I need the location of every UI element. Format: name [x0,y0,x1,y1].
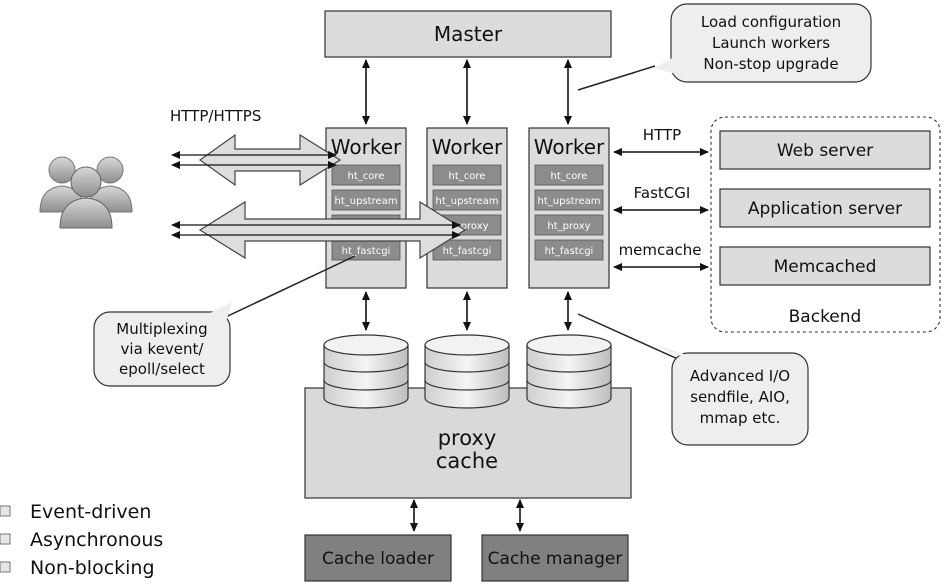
advanced-io-callout: Advanced I/O sendfile, AIO, mmap etc. [577,313,809,446]
proxy-cache-label-line-1: proxy [438,426,497,450]
multiplexing-callout-line-3: epoll/select [119,360,205,378]
worker-1-module-upstream-label: ht_upstream [335,196,398,207]
worker-3-module-upstream [534,189,604,211]
fastcgi-link-label: FastCGI [634,184,691,202]
worker-2-module-core-label: ht_core [449,171,486,182]
master-callout: Load configuration Launch workers Non-st… [577,3,872,91]
legend-item-3: Non-blocking [30,557,155,579]
legend-bullet-1 [0,505,11,517]
legend-item-1: Event-driven [30,501,151,523]
backend-label: Backend [789,307,862,327]
worker-3-module-core [534,164,604,186]
worker-3-module-core-label: ht_core [551,171,588,182]
legend-item-2: Asynchronous [30,529,163,551]
cache-drum-2 [424,334,510,409]
worker-3-label: Worker [534,135,605,159]
master-callout-line-1: Load configuration [701,13,841,31]
memcached-box [719,246,931,286]
cache-drum-1 [323,334,409,409]
worker-1: Worker ht_core ht_upstream ht_fastcgi [325,127,407,289]
advanced-io-callout-line-3: mmap etc. [700,409,781,427]
web-server-box [719,130,931,170]
legend-bullet-2 [0,533,11,545]
backend-group: Web server Application server Memcached … [710,116,941,333]
application-server-box [719,188,931,228]
worker-1-module-core-label: ht_core [348,171,385,182]
worker-2-module-core [432,164,502,186]
master-label: Master [434,22,503,46]
worker-1-module-core [331,164,401,186]
multiplexing-callout-line-1: Multiplexing [116,320,207,338]
worker-2-module-proxy-label: ht_proxy [445,221,488,232]
worker-1-label: Worker [331,135,402,159]
worker-2-module-upstream [432,189,502,211]
cache-manager-box: Cache manager [481,534,629,582]
worker-3-module-proxy-label: ht_proxy [547,221,590,232]
users-icon [39,156,133,229]
client-protocol-label: HTTP/HTTPS [170,107,261,125]
master-callout-line-3: Non-stop upgrade [703,55,838,73]
worker-2-module-upstream-label: ht_upstream [436,196,499,207]
worker-3-module-fastcgi [534,239,604,261]
application-server-label: Application server [748,199,902,219]
memcached-label: Memcached [774,257,877,277]
master-callout-line-2: Launch workers [712,34,830,52]
worker-3-module-fastcgi-label: ht_fastcgi [545,246,594,257]
memcache-link-label: memcache [619,241,702,259]
cache-loader-box: Cache loader [304,534,452,582]
proxy-cache-label-line-2: cache [436,449,498,473]
legend-bullet-3 [0,561,11,573]
worker-2-module-fastcgi-label: ht_fastcgi [443,246,492,257]
worker-1-module-upstream [331,189,401,211]
cache-loader-label: Cache loader [322,549,434,569]
advanced-io-callout-line-2: sendfile, AIO, [690,388,790,406]
multiplexing-callout-line-2: via kevent/ [121,340,205,358]
legend-list: Event-driven Asynchronous Non-blocking [0,501,163,579]
worker-3: Worker ht_core ht_upstream ht_proxy ht_f… [528,127,610,289]
worker-2: Worker ht_core ht_upstream ht_proxy ht_f… [426,127,508,289]
web-server-label: Web server [777,141,873,161]
worker-2-label: Worker [432,135,503,159]
advanced-io-callout-line-1: Advanced I/O [690,367,790,385]
http-link-label: HTTP [643,126,681,144]
cache-manager-label: Cache manager [488,549,623,569]
multiplexing-callout: Multiplexing via kevent/ epoll/select [93,255,356,387]
cache-drum-3 [526,334,612,409]
worker-3-module-upstream-label: ht_upstream [538,196,601,207]
master-box: Master [324,10,612,58]
worker-1-module-fastcgi-label: ht_fastcgi [342,246,391,257]
client-worker-double-arrow-bottom [171,200,467,260]
worker-3-module-proxy [534,214,604,236]
client-worker-double-arrow-top [171,133,342,187]
